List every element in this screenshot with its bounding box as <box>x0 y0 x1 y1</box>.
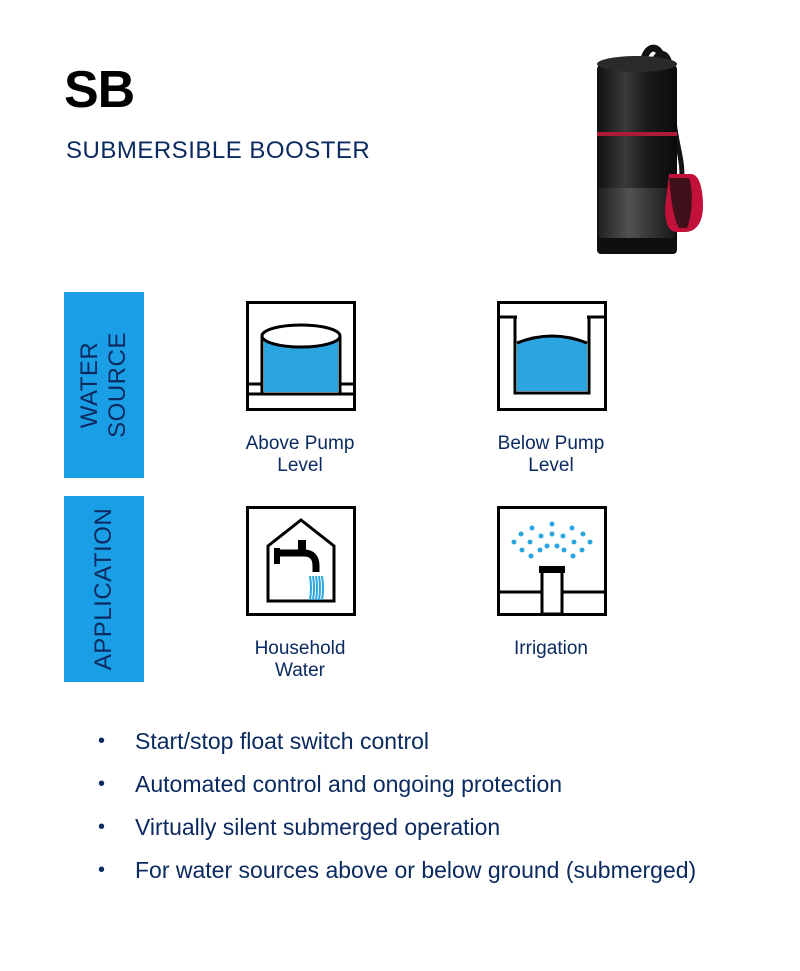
product-subtitle: SUBMERSIBLE BOOSTER <box>66 137 371 164</box>
irrigation-caption: Irrigation <box>514 638 588 659</box>
list-item: •Automated control and ongoing protectio… <box>98 771 563 797</box>
tank-below-ground-icon <box>497 301 607 411</box>
household-caption: Household Water <box>254 638 346 681</box>
tank-above-ground-icon <box>246 301 356 411</box>
list-item: •Start/stop float switch control <box>98 728 430 754</box>
sprinkler-icon <box>497 506 607 616</box>
product-title: SB <box>64 61 135 119</box>
application-band: APPLICATION <box>64 496 144 682</box>
bullet-icon: • <box>98 816 106 838</box>
pump-product-image <box>597 44 703 254</box>
below-pump-caption: Below Pump Level <box>497 433 605 476</box>
bullet-icon: • <box>98 730 106 752</box>
bullet-icon: • <box>98 773 106 795</box>
list-item: •Virtually silent submerged operation <box>98 814 501 840</box>
above-pump-caption: Above Pump Level <box>245 433 355 476</box>
feature-list: •Start/stop float switch control •Automa… <box>98 726 696 898</box>
list-item: •For water sources above or below ground… <box>98 857 697 883</box>
bullet-icon: • <box>98 859 106 881</box>
house-faucet-icon <box>246 506 356 616</box>
application-label: APPLICATION <box>90 507 117 671</box>
